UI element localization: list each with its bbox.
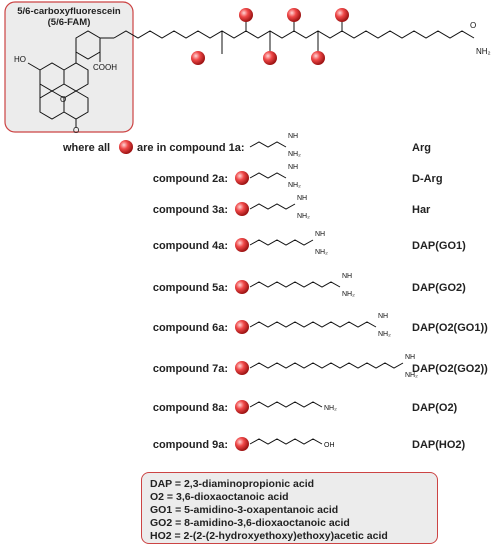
sphere-top-1	[239, 8, 253, 22]
atom-terminal-o: O	[470, 21, 476, 30]
fam-subtitle: (5/6-FAM)	[48, 17, 91, 28]
abbreviation-legend: DAP = 2,3-diaminopropionic acid O2 = 3,6…	[141, 472, 438, 544]
legend-line: DAP = 2,3-diaminopropionic acid	[150, 478, 315, 490]
peptide-backbone	[113, 19, 475, 54]
sphere	[235, 202, 249, 216]
atom-nh2: NH₂	[378, 331, 391, 338]
compound-abbreviation: DAP(O2(GO2))	[412, 363, 488, 375]
compound-abbreviation: DAP(O2)	[412, 402, 458, 414]
compound-abbreviation: DAP(GO2)	[412, 282, 466, 294]
legend-line: HO2 = 2-(2-(2-hydroxyethoxy)ethoxy)aceti…	[150, 530, 388, 542]
atom-nh2: NH₂	[297, 213, 310, 220]
compound-label: compound 8a:	[153, 402, 228, 414]
fam-box: 5/6-carboxyfluorescein (5/6-FAM) HO O CO…	[4, 1, 134, 135]
atom-nh2: NH₂	[342, 291, 355, 298]
sphere-bottom-2	[263, 51, 277, 65]
side-chain	[249, 401, 323, 408]
header-prefix: where all	[62, 142, 110, 154]
atom-nh2: NH₂	[315, 249, 328, 256]
compound-label: compound 7a:	[153, 363, 228, 375]
side-chain	[249, 362, 404, 369]
sphere-bottom-3	[311, 51, 325, 65]
header-suffix: are in compound 1a:	[137, 142, 245, 154]
side-chain	[249, 438, 323, 445]
side-chain	[249, 239, 314, 246]
side-chain	[249, 141, 287, 148]
compound-label: compound 4a:	[153, 240, 228, 252]
atom-nh: NH	[342, 273, 352, 280]
atom-nh: NH	[288, 164, 298, 171]
fam-title: 5/6-carboxyfluorescein	[17, 6, 121, 17]
compound-label: compound 6a:	[153, 322, 228, 334]
atom-nh2: NH₂	[405, 372, 418, 379]
sphere	[235, 400, 249, 414]
sphere	[235, 171, 249, 185]
atom-cooh: COOH	[93, 63, 117, 72]
atom-keto-o: O	[73, 126, 79, 135]
fluorescein-structure	[27, 30, 114, 128]
legend-line: GO1 = 5-amidino-3-oxapentanoic acid	[150, 504, 339, 516]
legend-line: O2 = 3,6-dioxaoctanoic acid	[150, 491, 289, 503]
atom-terminal-nh2: NH₂	[476, 47, 491, 56]
compound-label: compound 9a:	[153, 439, 228, 451]
atom-nh2: NH₂	[288, 151, 301, 158]
header-sphere	[119, 140, 133, 154]
atom-ho: HO	[14, 55, 26, 64]
atom-ring-o: O	[60, 95, 66, 104]
compound-label: compound 3a:	[153, 204, 228, 216]
compound-abbreviation: DAP(O2(GO1))	[412, 322, 488, 334]
compound-abbreviation: DAP(GO1)	[412, 240, 466, 252]
atom-nh2: NH₂	[324, 405, 337, 412]
sphere	[235, 320, 249, 334]
sphere	[235, 361, 249, 375]
legend-line: GO2 = 8-amidino-3,6-dioxaoctanoic acid	[150, 517, 350, 529]
atom-nh: NH	[297, 195, 307, 202]
atom-nh: NH	[405, 354, 415, 361]
sphere-top-2	[287, 8, 301, 22]
atom-oh: OH	[324, 442, 335, 449]
sphere-top-3	[335, 8, 349, 22]
atom-nh: NH	[288, 133, 298, 140]
sphere-bottom-1	[191, 51, 205, 65]
side-chain	[249, 203, 296, 210]
side-chain	[249, 281, 341, 288]
sphere	[235, 437, 249, 451]
side-chain	[249, 172, 287, 179]
compound-abbreviation: D-Arg	[412, 173, 443, 185]
atom-nh2: NH₂	[288, 182, 301, 189]
compound-abbreviation: Arg	[412, 142, 431, 154]
compound-label: compound 5a:	[153, 282, 228, 294]
compound-label: compound 2a:	[153, 173, 228, 185]
sphere	[235, 238, 249, 252]
sphere	[235, 280, 249, 294]
side-chain	[249, 321, 377, 328]
atom-nh: NH	[315, 231, 325, 238]
compound-abbreviation: Har	[412, 204, 431, 216]
compound-abbreviation: DAP(HO2)	[412, 439, 466, 451]
atom-nh: NH	[378, 313, 388, 320]
